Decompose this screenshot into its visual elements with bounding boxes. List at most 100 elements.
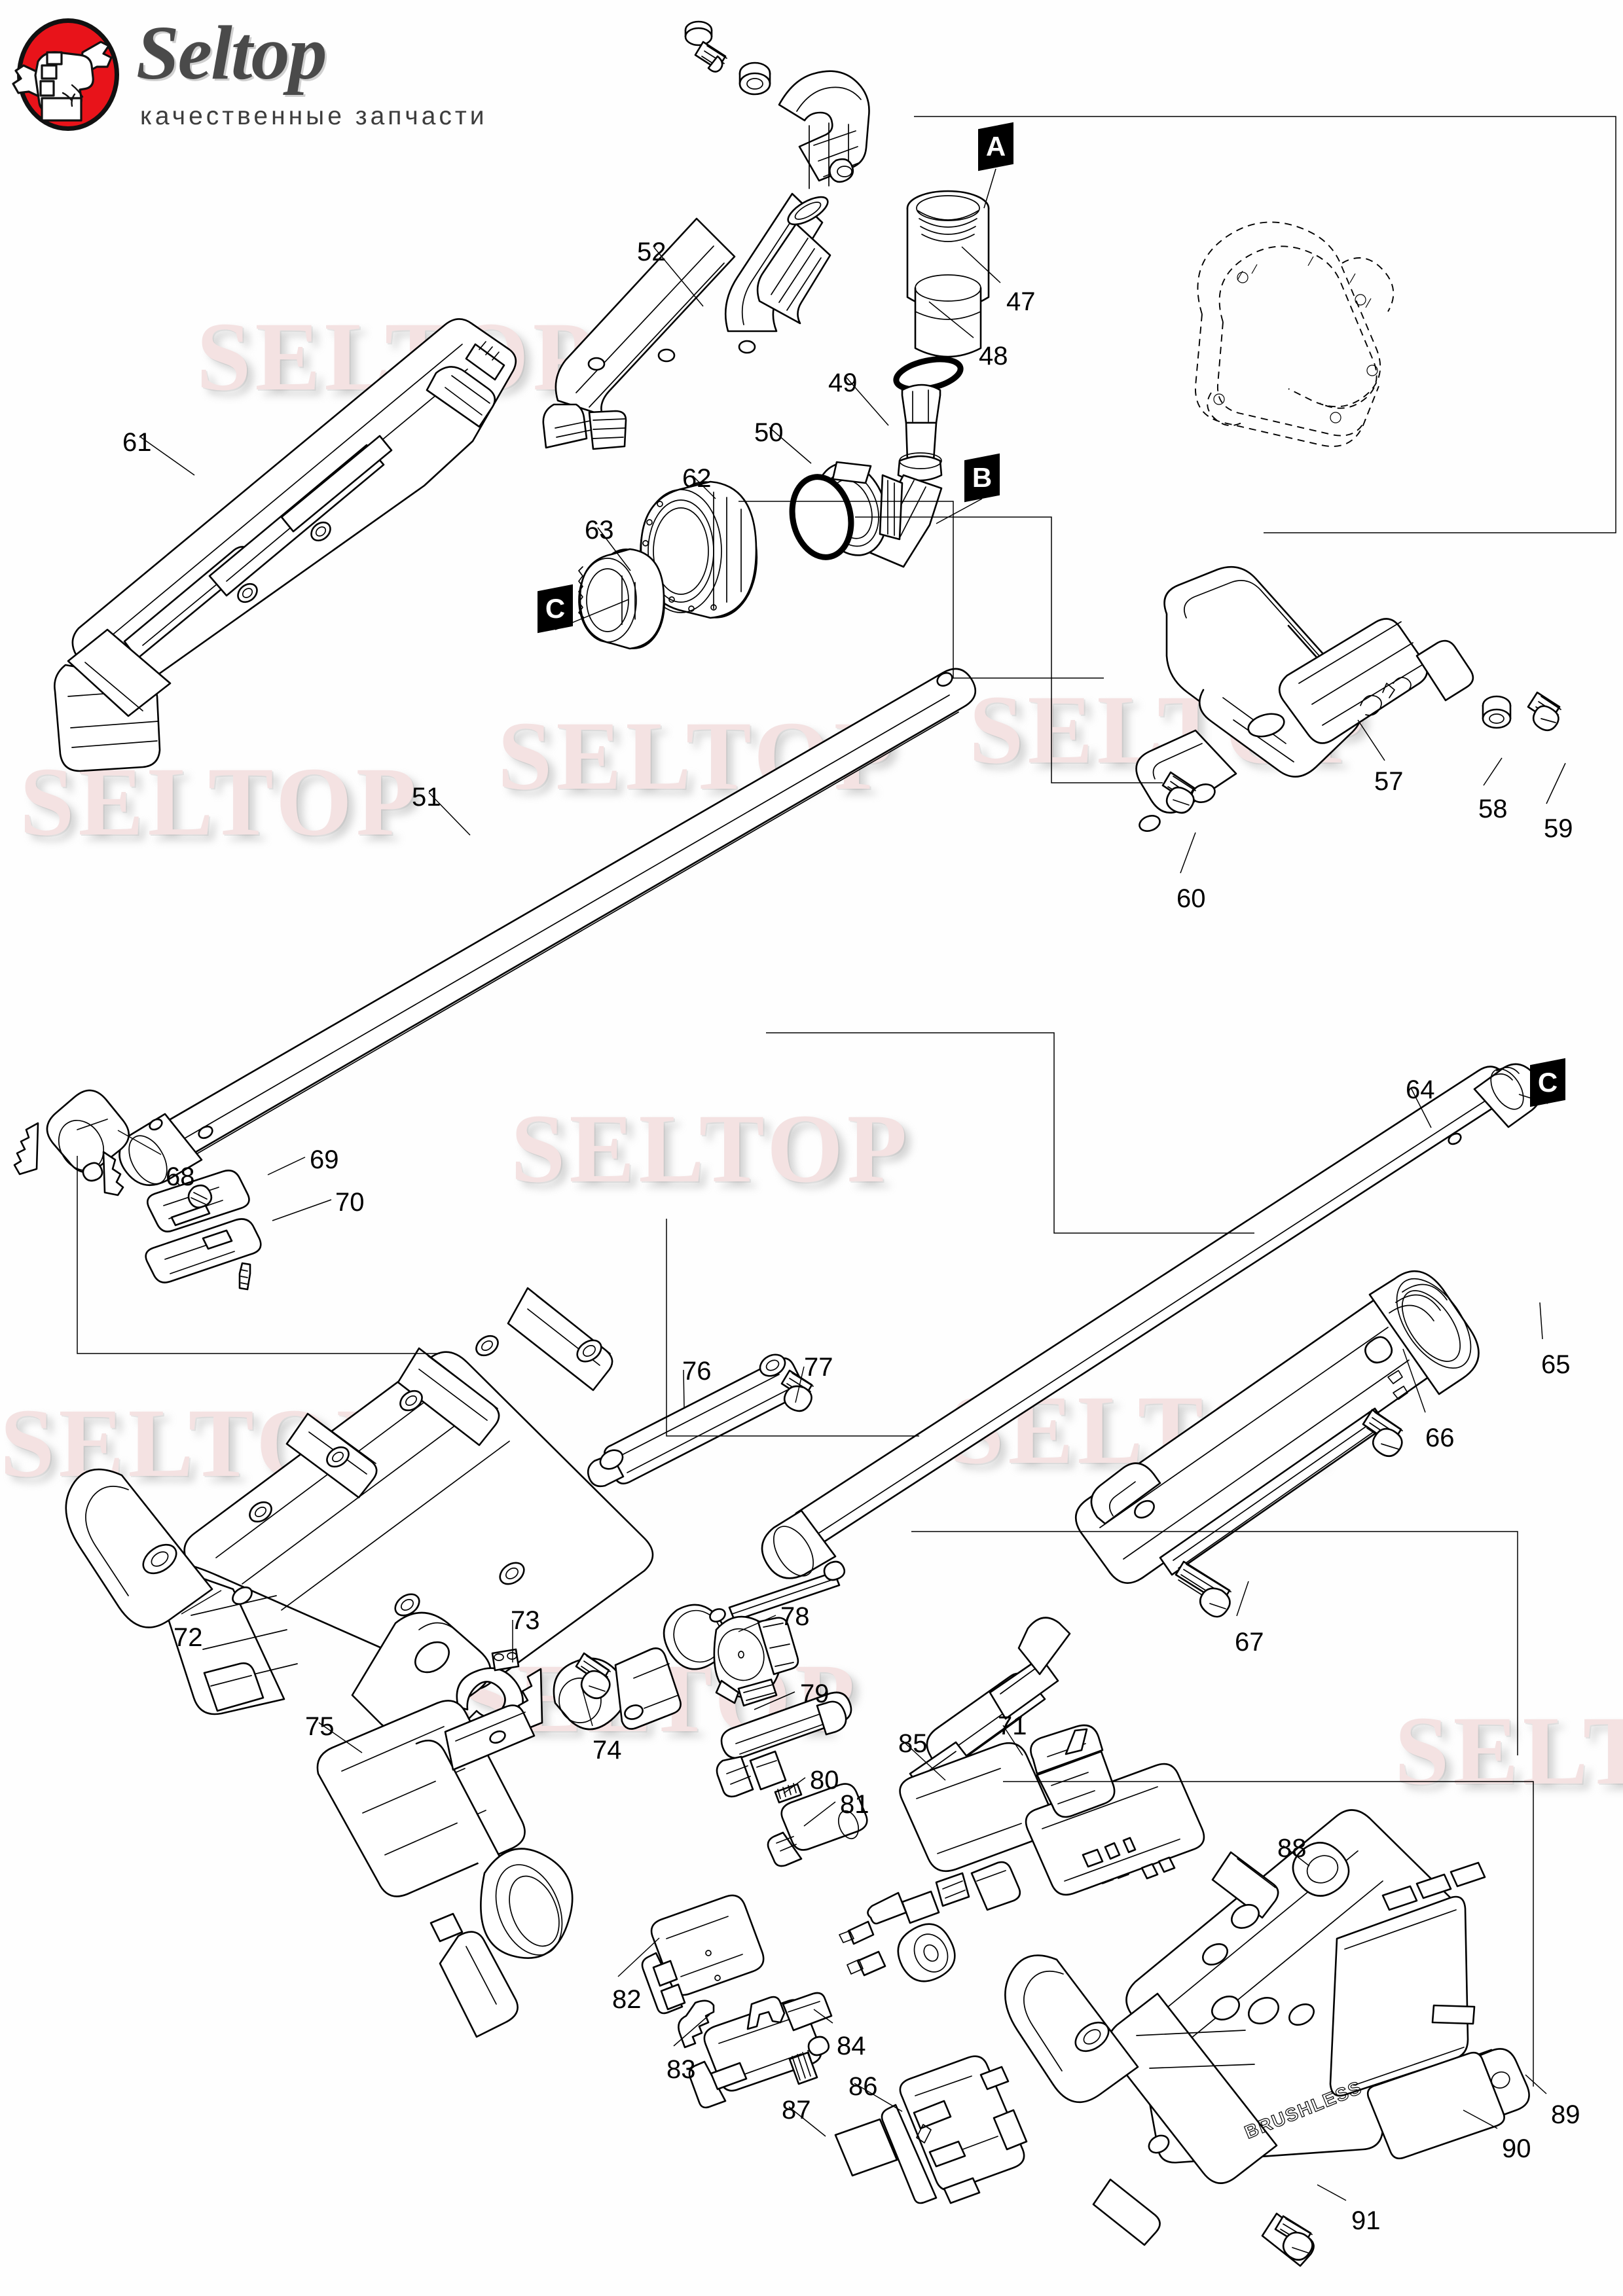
part-87 bbox=[834, 2118, 898, 2177]
leader-line-66 bbox=[1402, 1348, 1426, 1413]
part-80 bbox=[774, 1783, 803, 1804]
leader-line-68 bbox=[117, 1130, 162, 1155]
assembly-reference-frames bbox=[77, 116, 1616, 2087]
part-number-79: 79 bbox=[800, 1679, 830, 1708]
part-number-62: 62 bbox=[682, 464, 712, 493]
section-marker-a: A bbox=[978, 122, 1013, 171]
part-60 bbox=[1161, 771, 1196, 814]
part-number-60: 60 bbox=[1176, 884, 1206, 913]
leader-line-67 bbox=[1236, 1581, 1249, 1617]
part-70 bbox=[145, 1218, 262, 1291]
part-84 bbox=[788, 2050, 818, 2085]
leader-line-75 bbox=[318, 1722, 363, 1753]
part-number-80: 80 bbox=[810, 1766, 839, 1795]
part-number-76: 76 bbox=[682, 1357, 712, 1386]
part-foot-lower bbox=[909, 1617, 1071, 1800]
part-51 bbox=[119, 668, 977, 1191]
part-64 bbox=[761, 1063, 1543, 1579]
leader-line-85 bbox=[902, 1740, 946, 1781]
part-number-72: 72 bbox=[173, 1623, 203, 1652]
part-63 bbox=[578, 548, 665, 650]
section-marker-letter: C bbox=[1537, 1067, 1558, 1098]
part-number-82: 82 bbox=[612, 1985, 642, 2014]
part-52 bbox=[542, 70, 870, 450]
brand-name: Seltop bbox=[136, 10, 327, 96]
leader-line-79 bbox=[754, 1691, 795, 1710]
leader-line-90 bbox=[1463, 2109, 1498, 2129]
part-85 bbox=[839, 1742, 1205, 1982]
part-74 bbox=[575, 1652, 611, 1700]
leader-line-84 bbox=[813, 2009, 833, 2024]
part-number-59: 59 bbox=[1544, 814, 1573, 843]
part-77 bbox=[780, 1369, 814, 1412]
part-number-64: 64 bbox=[1406, 1075, 1435, 1104]
part-number-77: 77 bbox=[804, 1353, 833, 1382]
leader-line-57 bbox=[1357, 719, 1385, 761]
part-number-67: 67 bbox=[1235, 1628, 1264, 1657]
part-79 bbox=[716, 1691, 852, 1798]
leader-line-83 bbox=[673, 2014, 710, 2047]
part-number-69: 69 bbox=[310, 1145, 339, 1174]
part-number-47: 47 bbox=[1006, 287, 1036, 316]
leader-line-80 bbox=[783, 1777, 806, 1794]
leader-line-74 bbox=[581, 1685, 593, 1727]
part-number-73: 73 bbox=[511, 1606, 540, 1635]
part-number-58: 58 bbox=[1478, 795, 1508, 823]
part-number-66: 66 bbox=[1425, 1424, 1455, 1452]
part-number-88: 88 bbox=[1277, 1834, 1307, 1863]
part-number-78: 78 bbox=[780, 1602, 810, 1631]
part-78 bbox=[713, 1615, 799, 1707]
fist-wrench-icon bbox=[12, 16, 124, 134]
leader-line-47 bbox=[961, 246, 1001, 283]
part-72 bbox=[65, 1287, 654, 1736]
part-number-87: 87 bbox=[782, 2096, 811, 2125]
part-number-57: 57 bbox=[1374, 767, 1404, 796]
part-83 bbox=[688, 1992, 833, 2109]
leader-line-88 bbox=[1283, 1845, 1310, 1867]
part-bolt-top bbox=[684, 20, 727, 73]
part-number-91: 91 bbox=[1351, 2206, 1381, 2235]
section-marker-letter: A bbox=[985, 131, 1006, 162]
leader-line-49 bbox=[846, 377, 889, 426]
part-69 bbox=[147, 1170, 250, 1232]
part-number-89: 89 bbox=[1551, 2100, 1580, 2129]
leader-line-91 bbox=[1317, 2184, 1347, 2201]
part-number-86: 86 bbox=[848, 2072, 878, 2101]
part-82 bbox=[641, 1894, 765, 2049]
part-67 bbox=[1175, 1560, 1231, 1618]
leader-line-59 bbox=[1546, 762, 1566, 804]
part-73 bbox=[456, 1560, 846, 1734]
leader-line-87 bbox=[788, 2106, 826, 2137]
part-number-65: 65 bbox=[1541, 1350, 1571, 1379]
section-marker-leader bbox=[936, 498, 983, 524]
part-number-71: 71 bbox=[998, 1712, 1027, 1740]
site-logo: Seltop качественные запчасти bbox=[12, 9, 536, 160]
leader-line-58 bbox=[1483, 757, 1503, 786]
part-number-90: 90 bbox=[1502, 2134, 1531, 2163]
leader-line-51 bbox=[428, 792, 471, 836]
part-number-48: 48 bbox=[979, 342, 1008, 370]
part-number-81: 81 bbox=[840, 1790, 869, 1819]
part-number-49: 49 bbox=[828, 368, 858, 397]
leader-line-50 bbox=[769, 427, 812, 464]
part-71 bbox=[1030, 1724, 1116, 1818]
part-61 bbox=[54, 318, 517, 772]
part-47 bbox=[906, 190, 990, 358]
leader-line-86 bbox=[854, 2083, 903, 2112]
leader-line-81 bbox=[803, 1801, 836, 1827]
leader-line-65 bbox=[1539, 1302, 1543, 1340]
part-number-61: 61 bbox=[122, 428, 152, 457]
leader-line-52 bbox=[653, 247, 704, 307]
fist-wrench-glyph bbox=[12, 41, 113, 122]
part-91 bbox=[1274, 2215, 1313, 2261]
part-number-85: 85 bbox=[898, 1729, 928, 1758]
part-75 bbox=[316, 1700, 574, 2038]
part-86 bbox=[881, 2055, 1028, 2204]
part-50 bbox=[789, 474, 854, 560]
part-bushing-top bbox=[739, 62, 771, 96]
part-number-75: 75 bbox=[305, 1712, 335, 1741]
part-65 bbox=[1075, 1270, 1480, 1584]
leader-line-77 bbox=[795, 1366, 805, 1403]
